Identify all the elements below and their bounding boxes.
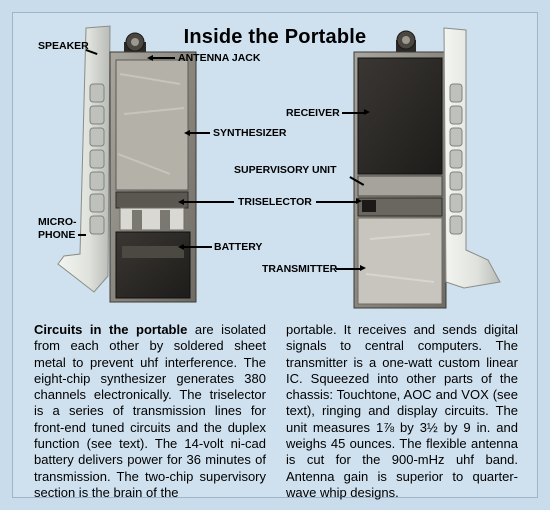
- arrow-triselector-right: [356, 198, 362, 204]
- leader-battery: [184, 246, 212, 248]
- label-antenna-jack: ANTENNA JACK: [178, 52, 261, 64]
- arrow-receiver: [364, 109, 370, 115]
- leader-receiver: [342, 112, 364, 114]
- label-receiver: RECEIVER: [286, 107, 340, 119]
- leader-antenna-jack: [153, 57, 175, 59]
- leader-transmitter: [336, 268, 360, 270]
- label-speaker: SPEAKER: [38, 40, 89, 52]
- arrow-transmitter: [360, 265, 366, 271]
- label-microphone-2: PHONE: [38, 229, 76, 241]
- figure-title: Inside the Portable: [183, 26, 367, 48]
- caption-right-column: portable. It receives and sends digital …: [286, 322, 518, 501]
- leader-triselector-right: [316, 201, 356, 203]
- right-unit: [353, 27, 501, 309]
- caption-right-paragraph: portable. It receives and sends digital …: [286, 322, 518, 500]
- label-microphone-1: MICRO-: [38, 216, 77, 228]
- left-unit: [57, 25, 197, 303]
- arrow-synthesizer: [184, 130, 190, 136]
- portable-photo: [57, 25, 501, 309]
- caption-left-paragraph: Circuits in the portable are isolated fr…: [34, 322, 266, 501]
- leader-triselector-left: [184, 201, 234, 203]
- label-battery: BATTERY: [214, 241, 263, 253]
- label-triselector: TRISELECTOR: [238, 196, 312, 208]
- caption-lead: Circuits in the portable: [34, 322, 188, 337]
- arrow-triselector-left: [178, 199, 184, 205]
- caption-left-text: are isolated from each other by soldered…: [34, 322, 266, 500]
- leader-microphone: [78, 234, 86, 236]
- arrow-antenna-jack: [147, 55, 153, 61]
- arrow-battery: [178, 244, 184, 250]
- label-supervisory-unit: SUPERVISORY UNIT: [234, 164, 337, 176]
- leader-synthesizer: [190, 132, 210, 134]
- label-synthesizer: SYNTHESIZER: [213, 127, 287, 139]
- caption-left-column: Circuits in the portable are isolated fr…: [34, 322, 266, 501]
- label-transmitter: TRANSMITTER: [262, 263, 338, 275]
